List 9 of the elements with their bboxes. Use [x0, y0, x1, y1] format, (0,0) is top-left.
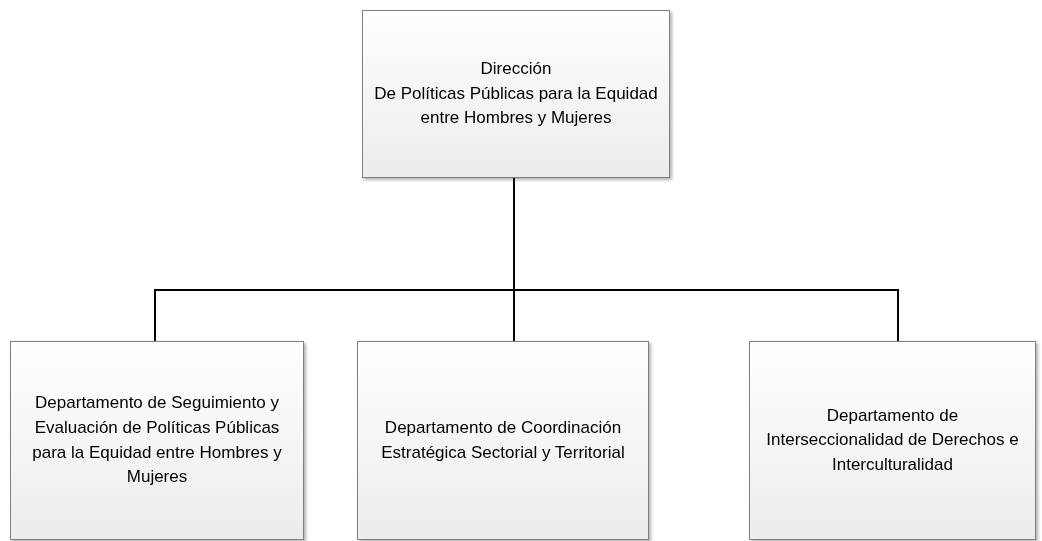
org-unit-box [10, 341, 304, 540]
unit-name: Departamento de Interseccionalidad de Derechos e Interculturalidad [765, 404, 1020, 476]
org-unit-box [357, 341, 649, 540]
org-unit-box [362, 10, 670, 178]
unit-name: Departamento de Coordinación Estratégica Sectorial y Territorial [380, 416, 626, 464]
org-unit-box [749, 341, 1036, 540]
unit-name: De Políticas Públicas para la Equidad entre Hombres y Mujeres [373, 82, 659, 130]
unit-name: Departamento de Seguimiento y Evaluación de Políticas Públicas para la Equidad entre Hombres y Mujeres [31, 392, 283, 489]
unit-name: Dirección [480, 58, 552, 81]
